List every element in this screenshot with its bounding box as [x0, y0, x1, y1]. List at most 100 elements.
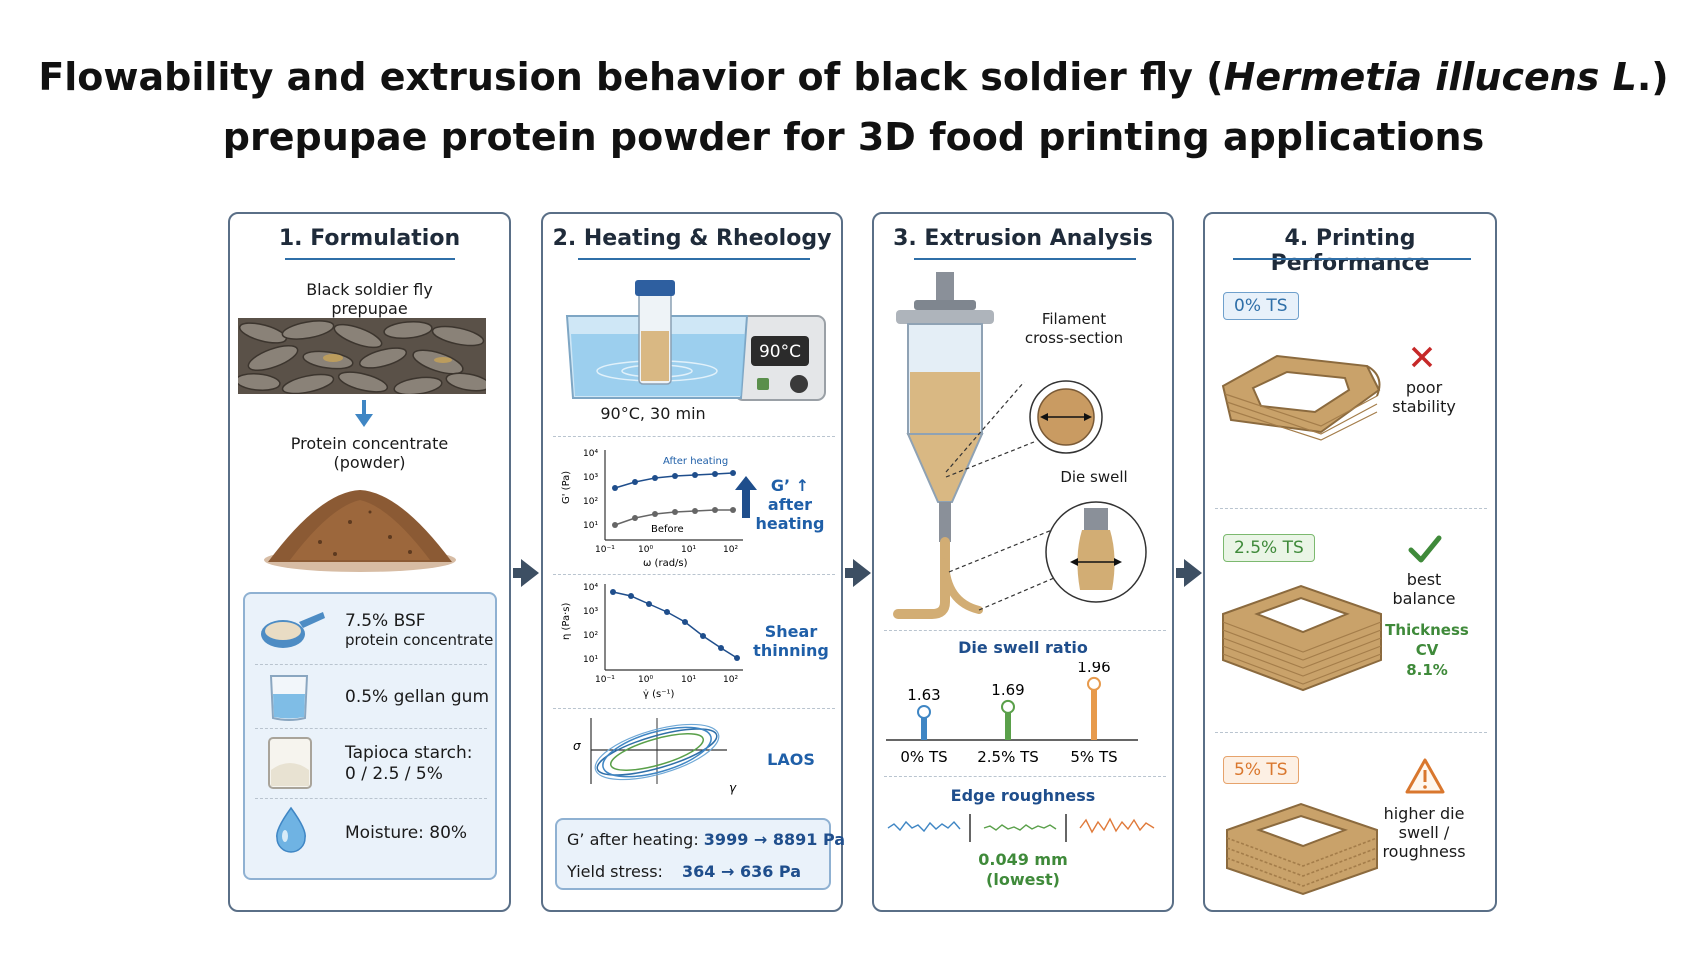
die-swell-chart: 1.630% TS1.692.5% TS1.965% TS — [886, 662, 1138, 766]
title-underline — [285, 258, 455, 260]
edge-roughness-title: Edge roughness — [950, 786, 1096, 805]
row-divider — [255, 798, 487, 799]
die-swell-chart-title: Die swell ratio — [958, 638, 1088, 657]
x-tick: 10⁻¹ — [595, 545, 615, 555]
roughness-value: 0.049 mm(lowest) — [978, 850, 1068, 889]
x-axis-label: γ — [729, 781, 737, 795]
y-tick: 10³ — [583, 607, 598, 617]
jar-icon — [268, 737, 312, 789]
down-arrow-icon — [355, 400, 373, 427]
y-tick: 10³ — [583, 473, 598, 483]
printed-square-5ts — [1226, 802, 1378, 896]
die-swell-point — [1001, 699, 1015, 714]
data-label: 1.63 — [907, 686, 940, 704]
y-tick: 10¹ — [583, 521, 598, 531]
roughness-profiles — [887, 814, 1155, 842]
flow-arrow-shaft — [513, 568, 521, 578]
panel-title: 1. Formulation — [278, 226, 461, 251]
section-divider — [553, 708, 835, 709]
flow-arrow-icon — [521, 559, 539, 587]
category-label: 5% TS — [1070, 748, 1117, 766]
syringe-image — [893, 272, 1147, 619]
panel-title: 2. Heating & Rheology — [552, 226, 832, 251]
ingredient-2: 0.5% gellan gum — [345, 687, 490, 707]
die-swell-bar — [921, 711, 927, 740]
water-bath-image — [565, 280, 826, 401]
row-divider — [255, 728, 487, 729]
data-label: 1.96 — [1077, 662, 1110, 676]
ingredient-3: Tapioca starch: 0 / 2.5 / 5% — [345, 743, 473, 784]
die-swell-bar — [1091, 683, 1097, 740]
y-tick: 10¹ — [583, 655, 598, 665]
tag-5-ts: 5% TS — [1223, 756, 1299, 784]
ingredient-1: 7.5% BSF protein concentrate — [345, 611, 494, 650]
series-label-before: Before — [651, 524, 684, 535]
section-divider — [553, 574, 835, 575]
bath-caption: 90°C, 30 min — [600, 404, 706, 423]
category-label: 2.5% TS — [977, 748, 1039, 766]
flow-arrow-icon — [853, 559, 871, 587]
y-axis-label: σ — [573, 739, 581, 753]
y-tick: 10⁴ — [583, 583, 598, 593]
ingredient-4: Moisture: 80% — [345, 823, 468, 843]
series-label-after: After heating — [663, 456, 728, 467]
title-underline — [914, 258, 1136, 260]
y-tick: 10⁴ — [583, 449, 598, 459]
after-heating-points — [612, 470, 736, 491]
section-divider — [1215, 508, 1487, 509]
y-axis-label: η (Pa·s) — [561, 602, 572, 640]
y-tick: 10² — [583, 631, 598, 641]
warning-icon — [1405, 758, 1445, 794]
scoop-icon — [261, 612, 325, 648]
x-tick: 10⁻¹ — [595, 675, 615, 685]
title-underline — [1233, 258, 1471, 260]
x-tick: 10¹ — [681, 545, 696, 555]
viscosity-chart: 10⁴ 10³ 10² 10¹ η (Pa·s) 10⁻¹ 10⁰ 10¹ 10… — [561, 583, 743, 700]
prepupae-image — [238, 318, 486, 394]
up-arrow-icon — [735, 476, 757, 518]
gprime-row: G’ after heating: 3999 → 8891 Pa — [567, 830, 846, 849]
section-divider — [553, 436, 835, 437]
laos-chart: σ γ — [573, 718, 737, 795]
die-swell-label: Die swell — [1060, 468, 1128, 486]
x-axis-label: γ̇ (s⁻¹) — [643, 688, 674, 700]
figure-title-line2: prepupae protein powder for 3D food prin… — [222, 115, 1485, 159]
die-swell-point — [1087, 676, 1101, 691]
y-axis-label: G' (Pa) — [561, 471, 572, 504]
row-divider — [255, 664, 487, 665]
x-tick: 10¹ — [681, 675, 696, 685]
y-tick: 10² — [583, 497, 598, 507]
x-tick: 10⁰ — [638, 545, 653, 555]
bath-temperature-display: 90°C — [758, 342, 801, 362]
section-divider — [884, 776, 1166, 777]
storage-modulus-chart: 10⁴ 10³ 10² 10¹ G' (Pa) 10⁻¹ 10⁰ 10¹ 10²… — [561, 449, 743, 569]
x-tick: 10⁰ — [638, 675, 653, 685]
powder-label: Protein concentrate(powder) — [290, 434, 449, 472]
printed-square-0ts — [1221, 354, 1381, 441]
category-label: 0% TS — [900, 748, 947, 766]
flow-arrow-shaft — [845, 568, 853, 578]
cross-icon — [1411, 346, 1433, 368]
section-divider — [884, 630, 1166, 631]
flow-arrow-shaft — [1176, 568, 1184, 578]
panel-title: 3. Extrusion Analysis — [893, 226, 1153, 251]
yield-stress-row: Yield stress: 364 → 636 Pa — [567, 862, 802, 881]
ingredients-box: 7.5% BSF protein concentrate 0.5% gellan… — [243, 592, 497, 880]
laos-note: LAOS — [767, 750, 815, 769]
flow-arrow-icon — [1184, 559, 1202, 587]
title-underline — [578, 258, 810, 260]
title-text-b: .) — [1636, 55, 1669, 99]
panel-heating-rheology: 2. Heating & Rheology 90°C 90°C, 30 min … — [541, 212, 846, 912]
x-axis-label: ω (rad/s) — [643, 558, 688, 569]
tag-0-ts: 0% TS — [1223, 292, 1299, 320]
